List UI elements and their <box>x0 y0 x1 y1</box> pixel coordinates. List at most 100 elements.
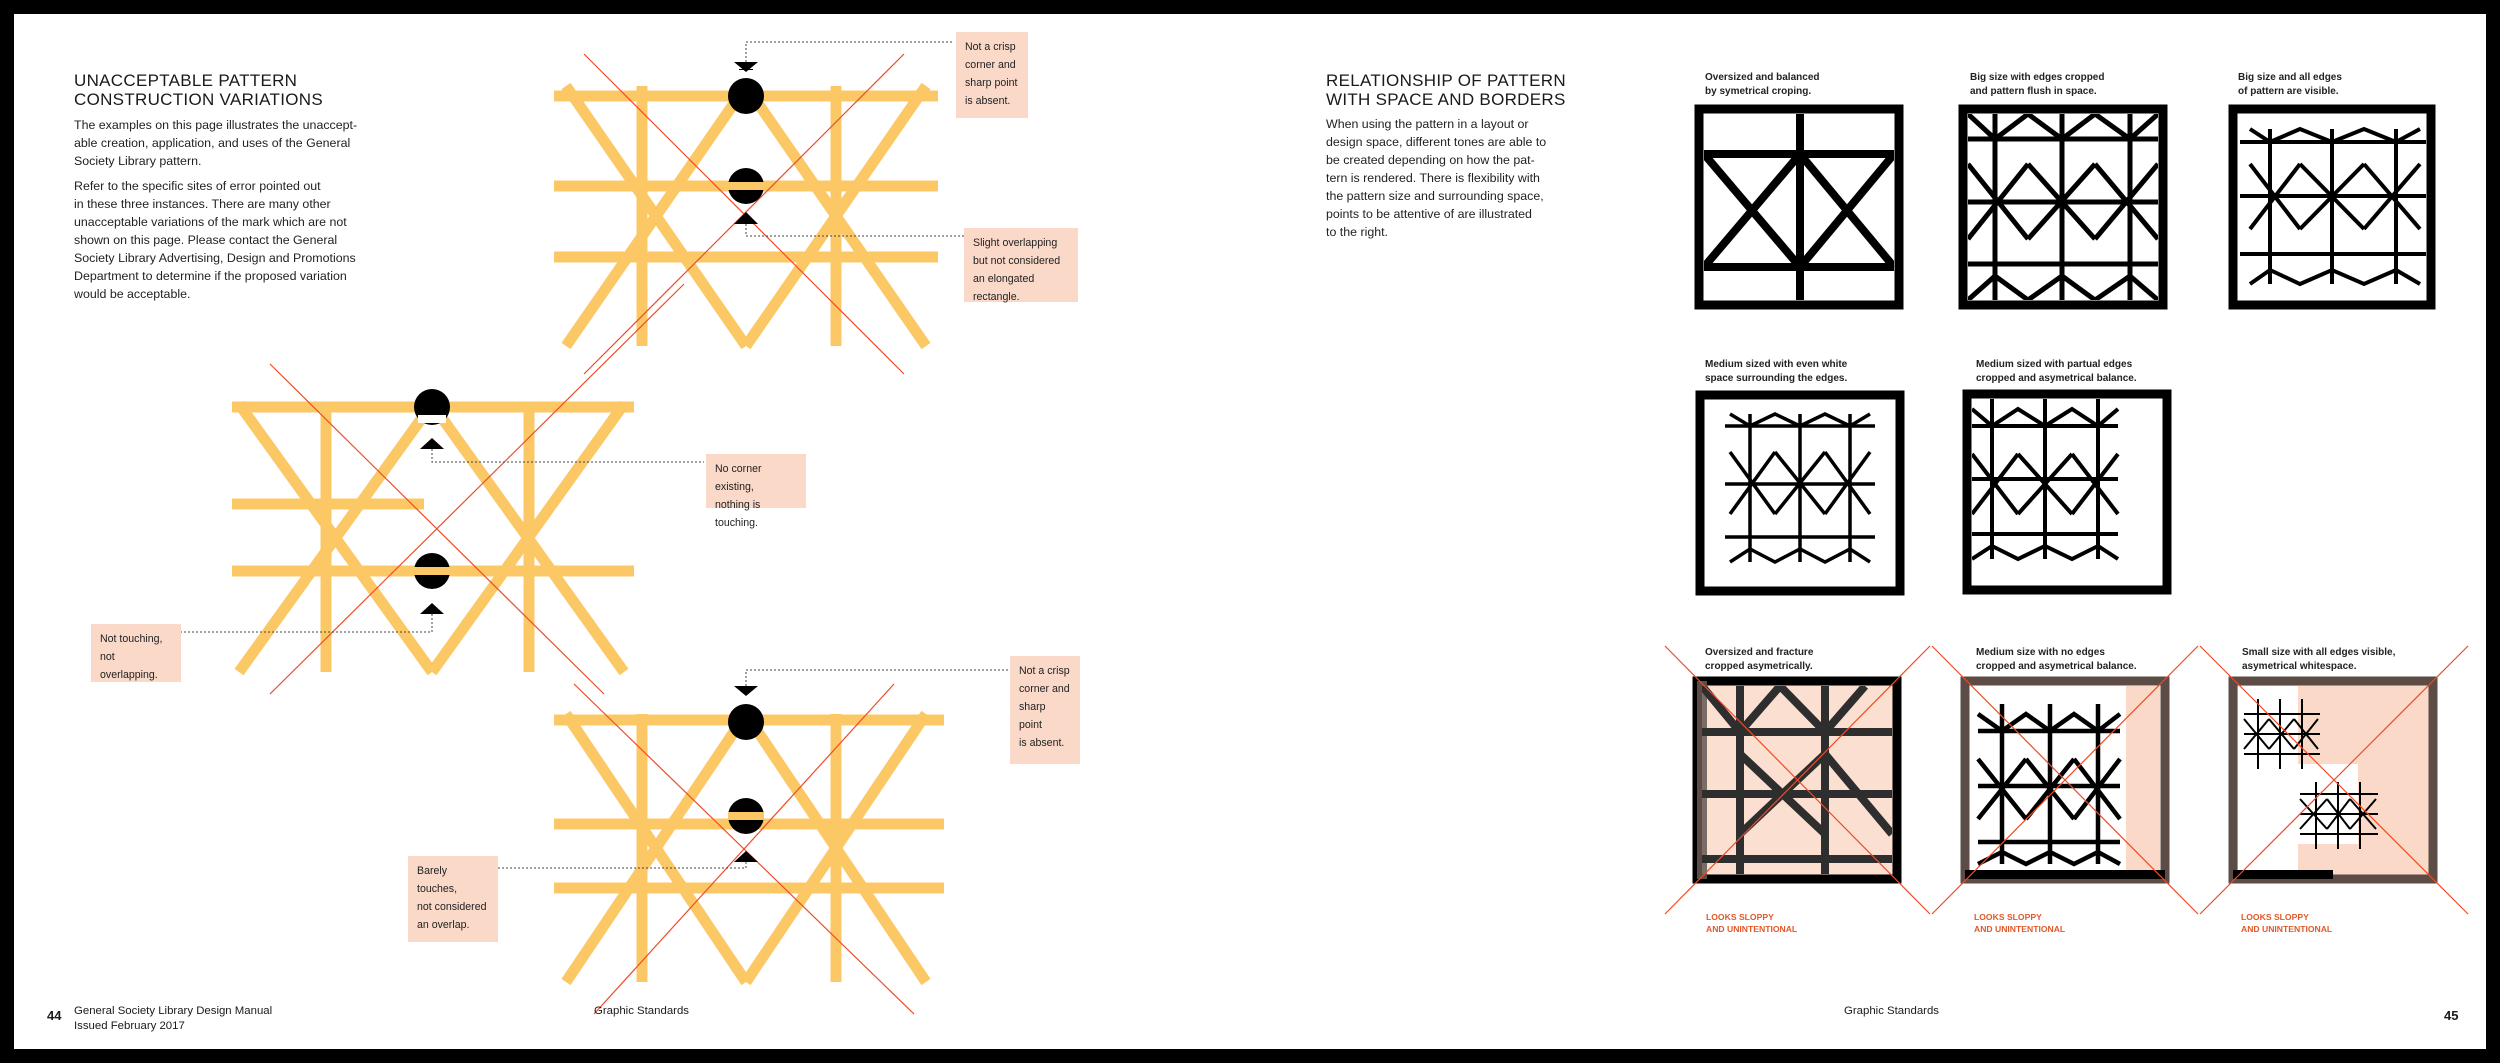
caption-line: cropped and asymetrical balance. <box>1976 661 2137 672</box>
thumb-medium-partial-edges <box>1962 389 2172 595</box>
page-title: RELATIONSHIP OF PATTERN WITH SPACE AND B… <box>1326 71 1566 109</box>
left-page: UNACCEPTABLE PATTERN CONSTRUCTION VARIAT… <box>14 14 1250 1049</box>
caption-line: cropped and asymetrical balance. <box>1976 373 2137 384</box>
error-marker-thumb-7 <box>1931 645 2199 915</box>
callout-not-touching: Not touching, not overlapping. <box>91 624 181 682</box>
text-line: to the right. <box>1326 225 1388 239</box>
thumb-caption: Small size with all edges visible, asyme… <box>2242 646 2395 674</box>
text-line: Society Library pattern. <box>74 154 202 168</box>
callout-no-corner: No corner existing, nothing is touching. <box>706 454 806 529</box>
right-page: RELATIONSHIP OF PATTERN WITH SPACE AND B… <box>1250 14 2486 1049</box>
warning-line: LOOKS SLOPPY <box>1974 912 2042 922</box>
caption-line: Medium size with no edges <box>1976 647 2105 658</box>
callout-not-crisp-top: Not a crisp corner and sharp point is ab… <box>956 32 1028 118</box>
error-marker-thumb-8 <box>2199 645 2469 915</box>
callout-leaders-b <box>179 449 704 633</box>
caption-line: and pattern flush in space. <box>1970 86 2097 97</box>
thumb-big-all-edges <box>2228 104 2436 310</box>
callout-line: is absent. <box>1019 737 1065 749</box>
text-line: Department to determine if the proposed … <box>74 269 347 283</box>
error-markers-c <box>728 686 764 862</box>
callout-line: nothing is touching. <box>715 499 761 529</box>
caption-line: Medium sized with partual edges <box>1976 359 2133 370</box>
text-line: Society Library Advertising, Design and … <box>74 251 356 265</box>
text-line: be created depending on how the pat- <box>1326 153 1535 167</box>
intro-paragraph: The examples on this page illustrates th… <box>74 116 374 170</box>
page-number: 45 <box>2444 1008 2459 1023</box>
thumb-caption: Medium sized with even white space surro… <box>1705 358 1847 386</box>
pattern-illustrations <box>179 41 1010 1015</box>
callout-line: Barely touches, <box>417 865 458 895</box>
text-line: in these three instances. There are many… <box>74 197 331 211</box>
callout-leaders-c <box>414 669 1010 869</box>
text-line: Refer to the specific sites of error poi… <box>74 179 321 193</box>
caption-line: Oversized and balanced <box>1705 72 1820 83</box>
text-line: shown on this page. Please contact the G… <box>74 233 338 247</box>
footer-section: Graphic Standards <box>1844 1005 1939 1017</box>
callout-line: Not a crisp <box>1019 665 1070 677</box>
thumb-oversized-balanced <box>1694 104 1904 310</box>
text-line: When using the pattern in a layout or <box>1326 117 1529 131</box>
error-marker-thumb-6 <box>1664 645 1931 915</box>
thumb-caption: Medium size with no edges cropped and as… <box>1976 646 2137 674</box>
thumb-caption: Medium sized with partual edges cropped … <box>1976 358 2137 386</box>
callout-line: corner and <box>965 59 1016 71</box>
thumb-caption: Big size and all edges of pattern are vi… <box>2238 71 2342 99</box>
error-marker-middle <box>269 283 685 695</box>
caption-line: asymetrical whitespace. <box>2242 661 2357 672</box>
callout-line: an overlap. <box>417 919 470 931</box>
warning-line: LOOKS SLOPPY <box>1706 912 1774 922</box>
callout-line: not overlapping. <box>100 651 158 681</box>
callout-not-crisp-bottom: Not a crisp corner and sharp point is ab… <box>1010 656 1080 764</box>
warning-line: AND UNINTENTIONAL <box>1974 924 2066 934</box>
caption-line: Medium sized with even white <box>1705 359 1848 370</box>
page-number: 44 <box>47 1008 62 1023</box>
caption-line: Big size and all edges <box>2238 72 2342 83</box>
text-line: unacceptable variations of the mark whic… <box>74 215 347 229</box>
callout-line: sharp point <box>965 77 1018 89</box>
callout-line: Not a crisp <box>965 41 1016 53</box>
page-title: UNACCEPTABLE PATTERN CONSTRUCTION VARIAT… <box>74 71 323 109</box>
callout-line: an elongated rectangle. <box>973 273 1035 303</box>
intro-paragraph: When using the pattern in a layout or de… <box>1326 115 1566 241</box>
warning-label: LOOKS SLOPPY AND UNINTENTIONAL <box>2241 911 2332 935</box>
warning-label: LOOKS SLOPPY AND UNINTENTIONAL <box>1706 911 1797 935</box>
caption-line: space surrounding the edges. <box>1705 373 1848 384</box>
error-markers-b <box>414 389 450 614</box>
title-line: WITH SPACE AND BORDERS <box>1326 90 1566 109</box>
footer-section: Graphic Standards <box>594 1005 689 1017</box>
detail-paragraph: Refer to the specific sites of error poi… <box>74 177 374 303</box>
callout-line: No corner existing, <box>715 463 762 493</box>
text-line: would be acceptable. <box>74 287 191 301</box>
warning-line: LOOKS SLOPPY <box>2241 912 2309 922</box>
warning-label: LOOKS SLOPPY AND UNINTENTIONAL <box>1974 911 2065 935</box>
caption-line: by symetrical croping. <box>1705 86 1812 97</box>
thumbnail-grid <box>1664 104 2469 915</box>
thumb-medium-even-space <box>1695 390 1905 596</box>
thumb-big-edges-cropped <box>1958 104 2168 310</box>
caption-line: Oversized and fracture <box>1705 647 1814 658</box>
warning-line: AND UNINTENTIONAL <box>1706 924 1798 934</box>
footer-manual: General Society Library Design Manual Is… <box>74 1004 272 1034</box>
text-line: The examples on this page illustrates th… <box>74 118 358 132</box>
text-line: able creation, application, and uses of … <box>74 136 351 150</box>
footer-line: Issued February 2017 <box>74 1020 185 1032</box>
callout-line: Not touching, <box>100 633 163 645</box>
title-line: CONSTRUCTION VARIATIONS <box>74 90 324 109</box>
error-markers-a <box>728 62 764 224</box>
footer-line: General Society Library Design Manual <box>74 1005 273 1017</box>
callout-line: not considered <box>417 901 487 913</box>
error-marker-bottom <box>573 683 915 1015</box>
callout-slight-overlap: Slight overlapping but not considered an… <box>964 228 1078 303</box>
text-line: tern is rendered. There is flexibility w… <box>1326 171 1540 185</box>
thumb-caption: Big size with edges cropped and pattern … <box>1970 71 2104 99</box>
callout-leaders-a <box>745 41 964 237</box>
callout-barely-touches: Barely touches, not considered an overla… <box>408 856 498 942</box>
thumb-caption: Oversized and balanced by symetrical cro… <box>1705 71 1820 99</box>
callout-line: sharp point <box>1019 701 1046 731</box>
warning-line: AND UNINTENTIONAL <box>2241 924 2333 934</box>
title-line: RELATIONSHIP OF PATTERN <box>1326 71 1566 90</box>
callout-line: but not considered <box>973 255 1061 267</box>
text-line: points to be attentive of are illustrate… <box>1326 207 1532 221</box>
caption-line: Big size with edges cropped <box>1970 72 2105 83</box>
